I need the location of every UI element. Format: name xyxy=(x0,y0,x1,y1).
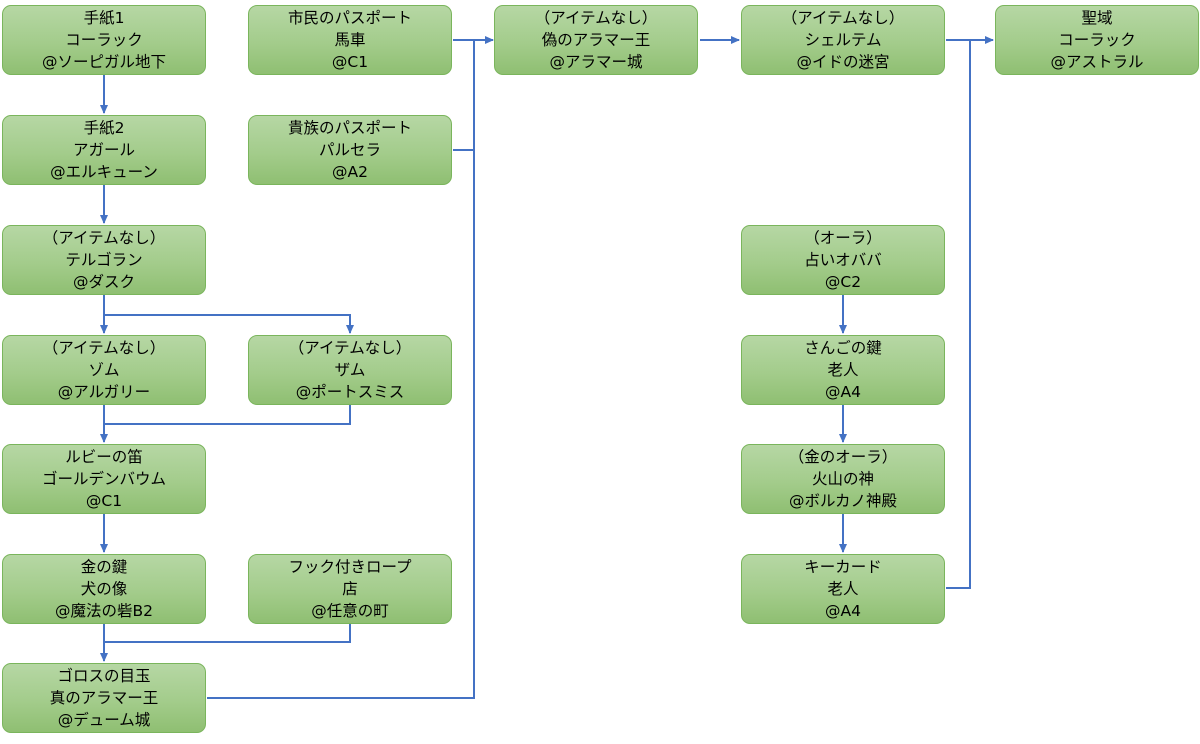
node-gold-aura: （金のオーラ） 火山の神 @ボルカノ神殿 xyxy=(741,444,945,514)
node-item: （金のオーラ） xyxy=(788,448,898,466)
node-keycard: キーカード 老人 @A4 xyxy=(741,554,945,624)
node-item: 金の鍵 xyxy=(80,558,128,576)
node-coral-key: さんごの鍵 老人 @A4 xyxy=(741,335,945,405)
node-place: @C2 xyxy=(824,273,862,291)
node-sanctuary: 聖域 コーラック @アストラル xyxy=(995,5,1199,75)
node-person: ザム xyxy=(334,361,366,379)
node-place: @魔法の砦B2 xyxy=(55,602,153,620)
node-item: 手紙1 xyxy=(83,9,125,27)
node-ruby-whistle: ルビーの笛 ゴールデンバウム @C1 xyxy=(2,444,206,514)
node-person: 老人 xyxy=(827,361,859,379)
node-item: （アイテムなし） xyxy=(534,9,658,27)
node-item: （アイテムなし） xyxy=(781,9,905,27)
node-place: @ソーピガル地下 xyxy=(41,53,166,71)
node-gold-key: 金の鍵 犬の像 @魔法の砦B2 xyxy=(2,554,206,624)
node-item: 聖域 xyxy=(1081,9,1113,27)
node-place: @ポートスミス xyxy=(295,383,405,401)
node-person: 占いオババ xyxy=(804,251,882,269)
node-person: パルセラ xyxy=(318,141,381,159)
node-person: 老人 xyxy=(827,580,859,598)
node-person: 火山の神 xyxy=(811,470,874,488)
node-person: ゾム xyxy=(88,361,120,379)
node-letter1-korak: 手紙1 コーラック @ソーピガル地下 xyxy=(2,5,206,75)
node-place: @アラマー城 xyxy=(549,53,643,71)
node-place: @任意の町 xyxy=(311,602,389,620)
node-person: 犬の像 xyxy=(80,580,128,598)
node-place: @エルキューン xyxy=(50,163,158,181)
node-place: @デューム城 xyxy=(57,711,151,729)
node-letter2-agar: 手紙2 アガール @エルキューン xyxy=(2,115,206,185)
node-person: ゴールデンバウム xyxy=(41,470,166,488)
node-item: 手紙2 xyxy=(83,119,125,137)
connector-n3-n5 xyxy=(104,314,354,334)
node-noble-passport: 貴族のパスポート パルセラ @A2 xyxy=(248,115,452,185)
node-item: （オーラ） xyxy=(804,229,882,247)
node-zam: （アイテムなし） ザム @ポートスミス xyxy=(248,335,452,405)
node-place: @ボルカノ神殿 xyxy=(788,492,898,510)
node-person: 馬車 xyxy=(334,31,366,49)
node-item: （アイテムなし） xyxy=(42,229,166,247)
node-item: （アイテムなし） xyxy=(42,339,166,357)
node-person: アガール xyxy=(72,141,135,159)
node-place: @アルガリー xyxy=(57,383,151,401)
node-place: @A2 xyxy=(332,163,368,181)
node-item: ルビーの笛 xyxy=(65,448,143,466)
node-citizen-passport: 市民のパスポート 馬車 @C1 xyxy=(248,5,452,75)
node-telgoran: （アイテムなし） テルゴラン @ダスク xyxy=(2,225,206,295)
node-person: コーラック xyxy=(1058,31,1136,49)
connector-n18-n14 xyxy=(946,40,971,589)
node-place: @アストラル xyxy=(1050,53,1144,71)
node-place: @C1 xyxy=(85,492,123,510)
node-zom: （アイテムなし） ゾム @アルガリー xyxy=(2,335,206,405)
node-place: @A4 xyxy=(825,602,861,620)
node-item: キーカード xyxy=(804,558,882,576)
node-person: 真のアラマー王 xyxy=(49,689,159,707)
node-false-king: （アイテムなし） 偽のアラマー王 @アラマー城 xyxy=(494,5,698,75)
node-item: （アイテムなし） xyxy=(288,339,412,357)
node-person: 店 xyxy=(342,580,358,598)
node-item: フック付きロープ xyxy=(288,558,412,576)
node-item: ゴロスの目玉 xyxy=(57,667,151,685)
connector-n5-n6 xyxy=(104,405,351,425)
node-place: @イドの迷宮 xyxy=(796,53,890,71)
node-person: シェルテム xyxy=(804,31,882,49)
node-person: コーラック xyxy=(65,31,143,49)
connector-n9-n12 xyxy=(207,36,494,699)
connector-n8-n9 xyxy=(104,624,351,643)
node-item: 市民のパスポート xyxy=(287,9,412,27)
node-sheltem: （アイテムなし） シェルテム @イドの迷宮 xyxy=(741,5,945,75)
node-goros-eye: ゴロスの目玉 真のアラマー王 @デューム城 xyxy=(2,663,206,733)
node-person: 偽のアラマー王 xyxy=(541,31,651,49)
node-place: @ダスク xyxy=(72,273,135,291)
node-hooked-rope: フック付きロープ 店 @任意の町 xyxy=(248,554,452,624)
node-item: 貴族のパスポート xyxy=(287,119,412,137)
node-place: @C1 xyxy=(331,53,369,71)
node-aura: （オーラ） 占いオババ @C2 xyxy=(741,225,945,295)
node-item: さんごの鍵 xyxy=(804,339,882,357)
node-place: @A4 xyxy=(825,383,861,401)
node-person: テルゴラン xyxy=(65,251,143,269)
